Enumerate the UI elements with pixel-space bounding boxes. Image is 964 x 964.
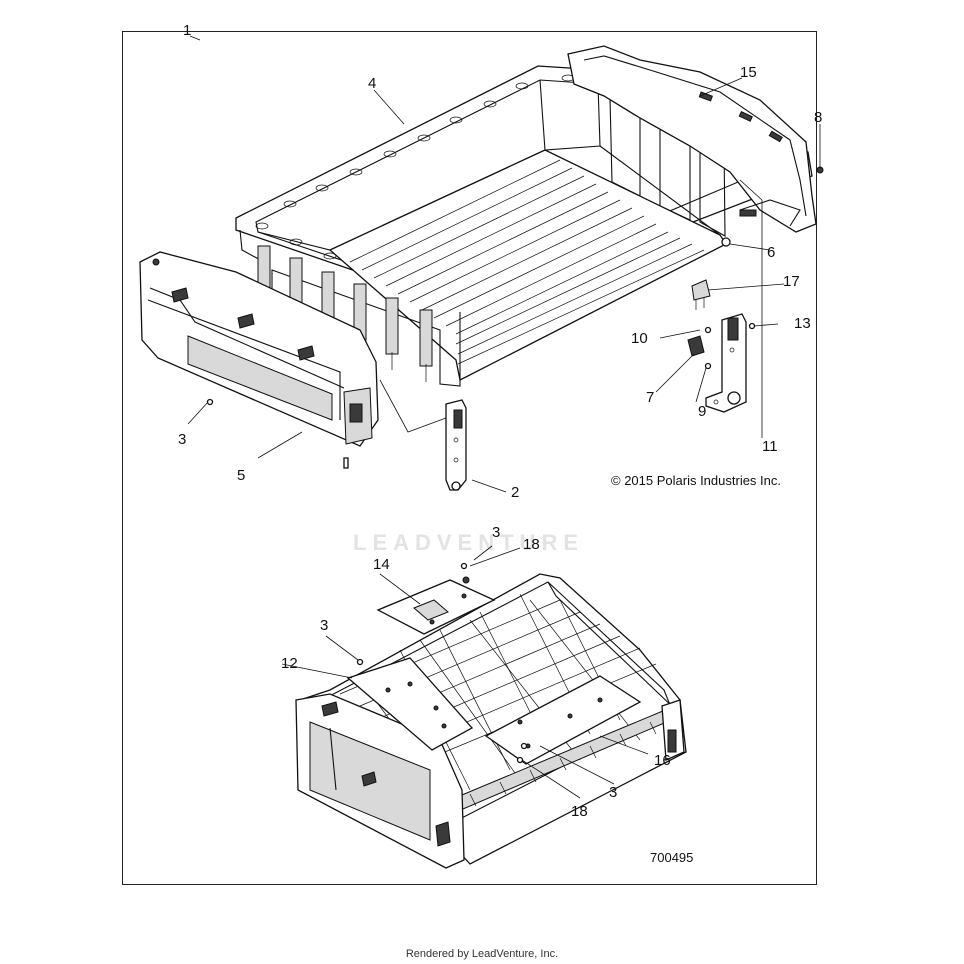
callout-12: 12 — [281, 655, 298, 672]
leader-lines — [187, 35, 821, 799]
hinge-bracket-left — [445, 399, 467, 491]
callout-16: 16 — [654, 752, 671, 769]
callout-13: 13 — [794, 315, 811, 332]
callout-15: 15 — [740, 64, 757, 81]
callout-3-lower: 3 — [609, 784, 618, 801]
callout-9: 9 — [698, 403, 707, 420]
callout-7: 7 — [646, 389, 655, 406]
callout-3-tailgate: 3 — [178, 431, 187, 448]
callout-3-plate: 3 — [492, 524, 501, 541]
callout-17: 17 — [783, 273, 800, 290]
callout-4: 4 — [368, 75, 377, 92]
callout-18-top: 18 — [523, 536, 540, 553]
plate-14 — [376, 579, 496, 635]
cargo-box-frame — [295, 562, 687, 869]
callout-1: 1 — [183, 22, 192, 39]
callout-2: 2 — [511, 484, 520, 501]
watermark: LEADVENTURE — [353, 530, 585, 555]
callout-5: 5 — [237, 467, 246, 484]
front-panel — [567, 45, 824, 233]
latch-assembly — [687, 279, 756, 413]
diagram-frame — [122, 31, 817, 885]
callout-11: 11 — [762, 438, 778, 455]
tailgate — [139, 251, 379, 469]
callout-6: 6 — [767, 244, 776, 261]
callout-18-bottom: 18 — [571, 803, 588, 820]
callout-14: 14 — [373, 556, 390, 573]
drawing-number: 700495 — [650, 850, 694, 865]
footer-credit: Rendered by LeadVenture, Inc. — [405, 948, 559, 960]
callout-3-frame: 3 — [320, 617, 329, 634]
copyright-notice: © 2015 Polaris Industries Inc. — [611, 473, 781, 488]
callout-8: 8 — [814, 109, 823, 126]
callout-10: 10 — [631, 330, 648, 347]
